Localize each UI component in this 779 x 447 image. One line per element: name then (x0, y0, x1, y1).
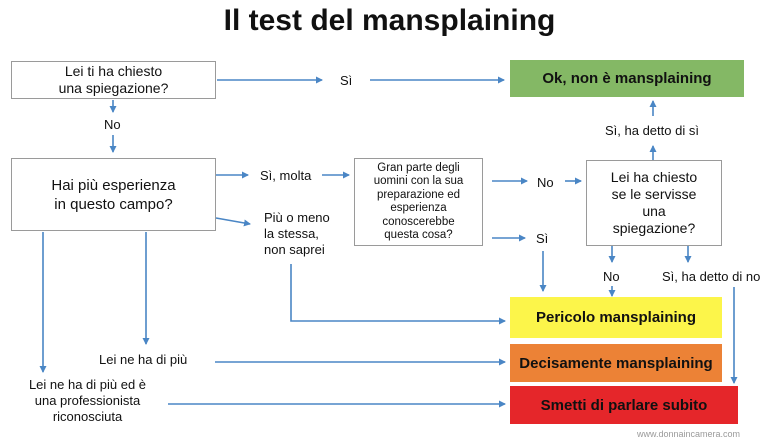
label-q4-yes-said-no: Sì, ha detto di no (662, 269, 761, 284)
result-definitely-mansplaining: Decisamente mansplaining (510, 344, 722, 382)
watermark: www.donnaincamera.com (637, 429, 741, 439)
label-q1-no: No (104, 117, 121, 132)
label-q3-yes: Sì (536, 231, 549, 246)
label-q4-no: No (603, 269, 620, 284)
label-q2-about-same: Più o meno la stessa, non saprei (264, 210, 330, 257)
question-more-experience: Hai più esperienza in questo campo? (11, 158, 216, 231)
label-q2-yes-much: Sì, molta (260, 168, 312, 183)
question-most-men-would-know: Gran parte degli uomini con la sua prepa… (354, 158, 483, 246)
label-q1-yes: Sì (340, 73, 353, 88)
page-title: Il test del mansplaining (223, 4, 556, 37)
label-q2-she-has-more: Lei ne ha di più (99, 352, 188, 367)
result-ok-not-mansplaining: Ok, non è mansplaining (510, 60, 744, 97)
result-danger-mansplaining: Pericolo mansplaining (510, 297, 722, 338)
label-q3-no: No (537, 175, 554, 190)
arrow-q2-piu-o-meno (215, 217, 251, 227)
result-stop-talking: Smetti di parlare subito (510, 386, 738, 424)
label-q2-professional: Lei ne ha di più ed è una professionista… (28, 377, 147, 424)
label-q4-yes-said-yes: Sì, ha detto di sì (605, 123, 699, 138)
question-asked-explanation: Lei ti ha chiesto una spiegazione? (11, 61, 216, 99)
arrow-piu-o-meno-pericolo (290, 264, 506, 325)
question-she-asked-if-needed: Lei ha chiesto se le servisse una spiega… (586, 160, 722, 246)
